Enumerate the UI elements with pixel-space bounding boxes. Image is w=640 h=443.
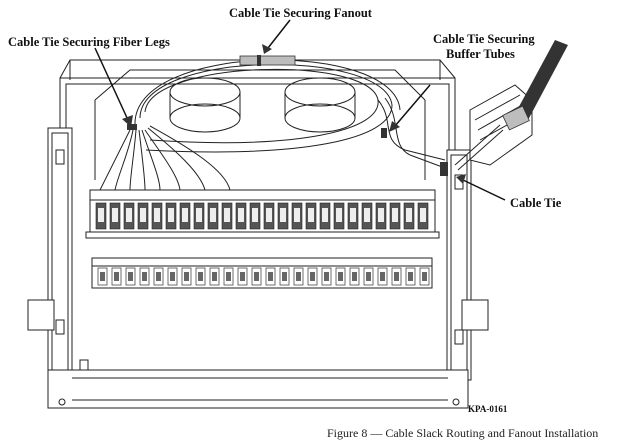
callout-fanout: Cable Tie Securing Fanout — [229, 6, 373, 20]
adapter-port-window — [308, 208, 314, 222]
routing-slot-clip — [184, 272, 189, 281]
routing-strip — [91, 257, 433, 289]
callout-cable-tie: Cable Tie — [510, 196, 562, 210]
callout-buffer-tubes-line1: Cable Tie Securing — [433, 32, 535, 46]
routing-slot-clip — [422, 272, 427, 281]
figure-caption: Figure 8 — Cable Slack Routing and Fanou… — [327, 426, 598, 440]
adapter-port-window — [364, 208, 370, 222]
spool-area — [94, 55, 446, 191]
routing-slot-clip — [296, 272, 301, 281]
routing-slot-clip — [268, 272, 273, 281]
routing-slot-clip — [240, 272, 245, 281]
routing-slot-clip — [352, 272, 357, 281]
routing-slot-clip — [142, 272, 147, 281]
adapter-port-window — [280, 208, 286, 222]
routing-slot-clip — [338, 272, 343, 281]
callout-arrows — [94, 19, 506, 201]
routing-ports — [97, 267, 430, 286]
callout-buffer-tubes-line2: Buffer Tubes — [446, 47, 515, 61]
adapter-port-window — [224, 208, 230, 222]
adapter-ports — [95, 202, 429, 230]
routing-slot-clip — [380, 272, 385, 281]
routing-slot-clip — [394, 272, 399, 281]
routing-slot-clip — [254, 272, 259, 281]
routing-slot-clip — [198, 272, 203, 281]
adapter-port-window — [126, 208, 132, 222]
callout-fiber-legs: Cable Tie Securing Fiber Legs — [8, 35, 170, 49]
routing-slot-clip — [170, 272, 175, 281]
routing-slot-clip — [282, 272, 287, 281]
adapter-port-window — [196, 208, 202, 222]
routing-slot-clip — [128, 272, 133, 281]
adapter-port-window — [210, 208, 216, 222]
routing-slot-clip — [408, 272, 413, 281]
routing-slot-clip — [100, 272, 105, 281]
adapter-port-window — [168, 208, 174, 222]
adapter-port-window — [406, 208, 412, 222]
adapter-panel — [85, 189, 440, 239]
adapter-port-window — [140, 208, 146, 222]
routing-slot-clip — [366, 272, 371, 281]
routing-slot-clip — [212, 272, 217, 281]
adapter-port-window — [98, 208, 104, 222]
routing-slot-clip — [226, 272, 231, 281]
adapter-port-window — [252, 208, 258, 222]
adapter-port-window — [336, 208, 342, 222]
adapter-port-window — [378, 208, 384, 222]
adapter-port-window — [238, 208, 244, 222]
incoming-cable — [440, 40, 568, 176]
adapter-port-window — [182, 208, 188, 222]
adapter-port-window — [322, 208, 328, 222]
adapter-port-window — [294, 208, 300, 222]
adapter-port-window — [420, 208, 426, 222]
bottom-tray — [47, 359, 469, 409]
adapter-port-window — [350, 208, 356, 222]
adapter-port-window — [112, 208, 118, 222]
adapter-port-window — [392, 208, 398, 222]
routing-slot-clip — [324, 272, 329, 281]
routing-slot-clip — [310, 272, 315, 281]
routing-slot-clip — [114, 272, 119, 281]
adapter-port-window — [266, 208, 272, 222]
figure-id: KPA-0161 — [468, 404, 508, 414]
adapter-port-window — [154, 208, 160, 222]
routing-slot-clip — [156, 272, 161, 281]
